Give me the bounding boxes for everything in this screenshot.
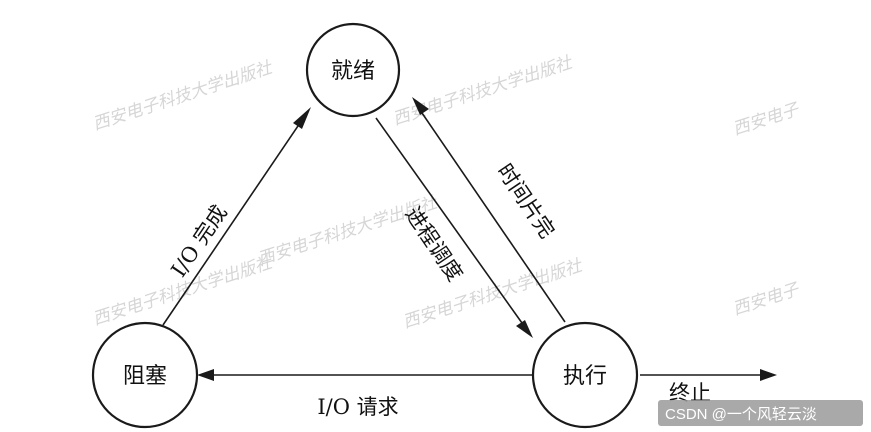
io-complete-arrowhead — [293, 107, 311, 129]
state-ready: 就绪 — [305, 22, 401, 118]
state-running-label: 执行 — [563, 364, 607, 389]
watermark-layer: 西安电子科技大学出版社 西安电子科技大学出版社 西安电子科技大学出版社 西安电子… — [90, 52, 802, 332]
time-slice-arrowhead — [412, 97, 429, 115]
csdn-credit-badge: CSDN @一个风轻云淡 — [658, 400, 863, 426]
dispatch-edge — [375, 117, 523, 324]
io-request-arrowhead — [197, 369, 214, 381]
dispatch-label: 进程调度 — [400, 203, 467, 286]
watermark-text: 西安电子 — [730, 99, 802, 139]
credit-background — [658, 400, 863, 426]
state-ready-label: 就绪 — [331, 59, 375, 84]
time-slice-edge — [421, 112, 566, 323]
watermark-text: 西安电子科技大学出版社 — [90, 57, 276, 134]
io-complete-edge — [162, 122, 301, 326]
state-blocked-circle — [91, 321, 199, 429]
credit-text: CSDN @一个风轻云淡 — [665, 406, 817, 423]
io-request-label: I/O 请求 — [317, 395, 398, 419]
dispatch-arrowhead — [516, 320, 533, 338]
state-blocked-label: 阻塞 — [123, 364, 167, 389]
state-blocked: 阻塞 — [91, 321, 199, 429]
transition-edges — [162, 97, 777, 381]
watermark-text: 西安电子 — [730, 279, 802, 319]
terminate-arrowhead — [760, 369, 777, 381]
state-ready-circle — [305, 22, 401, 118]
state-running-circle — [531, 321, 639, 429]
state-running: 执行 — [531, 321, 639, 429]
watermark-text: 西安电子科技大学出版社 — [400, 255, 586, 332]
watermark-text: 西安电子科技大学出版社 — [390, 52, 576, 129]
